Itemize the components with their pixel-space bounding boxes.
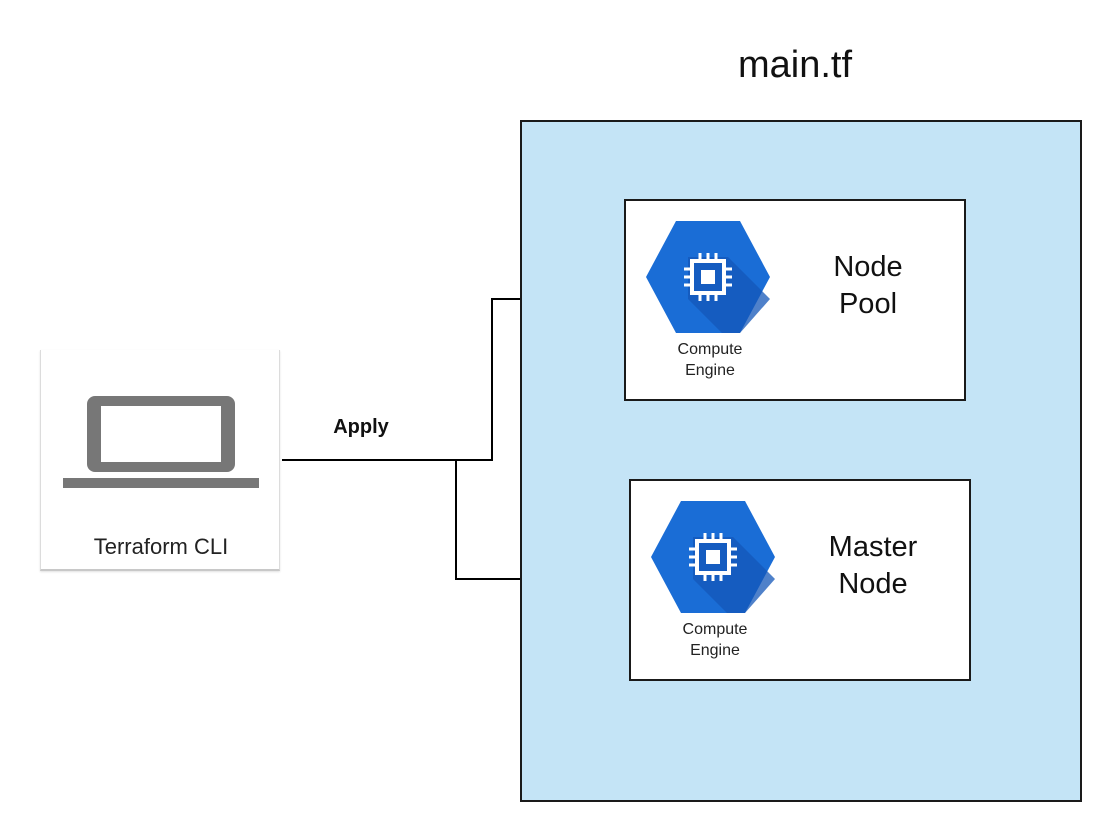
compute-engine-label: Compute Engine: [682, 621, 748, 659]
master-node-box: Compute Engine Master Node: [629, 479, 971, 681]
apply-edge-label: Apply: [333, 416, 389, 438]
diagram-title: main.tf: [737, 44, 853, 86]
master-node-label: Master Node: [828, 531, 918, 600]
compute-engine-label: Compute Engine: [677, 341, 743, 379]
node-pool-box: Compute Engine Node Pool: [624, 199, 966, 401]
compute-engine-icon: [651, 501, 775, 613]
compute-engine-icon: [646, 221, 770, 333]
node-pool-label: Node Pool: [833, 251, 903, 320]
laptop-icon: [63, 396, 259, 488]
terraform-cli-card: Terraform CLI: [40, 350, 280, 571]
terraform-cli-label: Terraform CLI: [93, 534, 229, 559]
